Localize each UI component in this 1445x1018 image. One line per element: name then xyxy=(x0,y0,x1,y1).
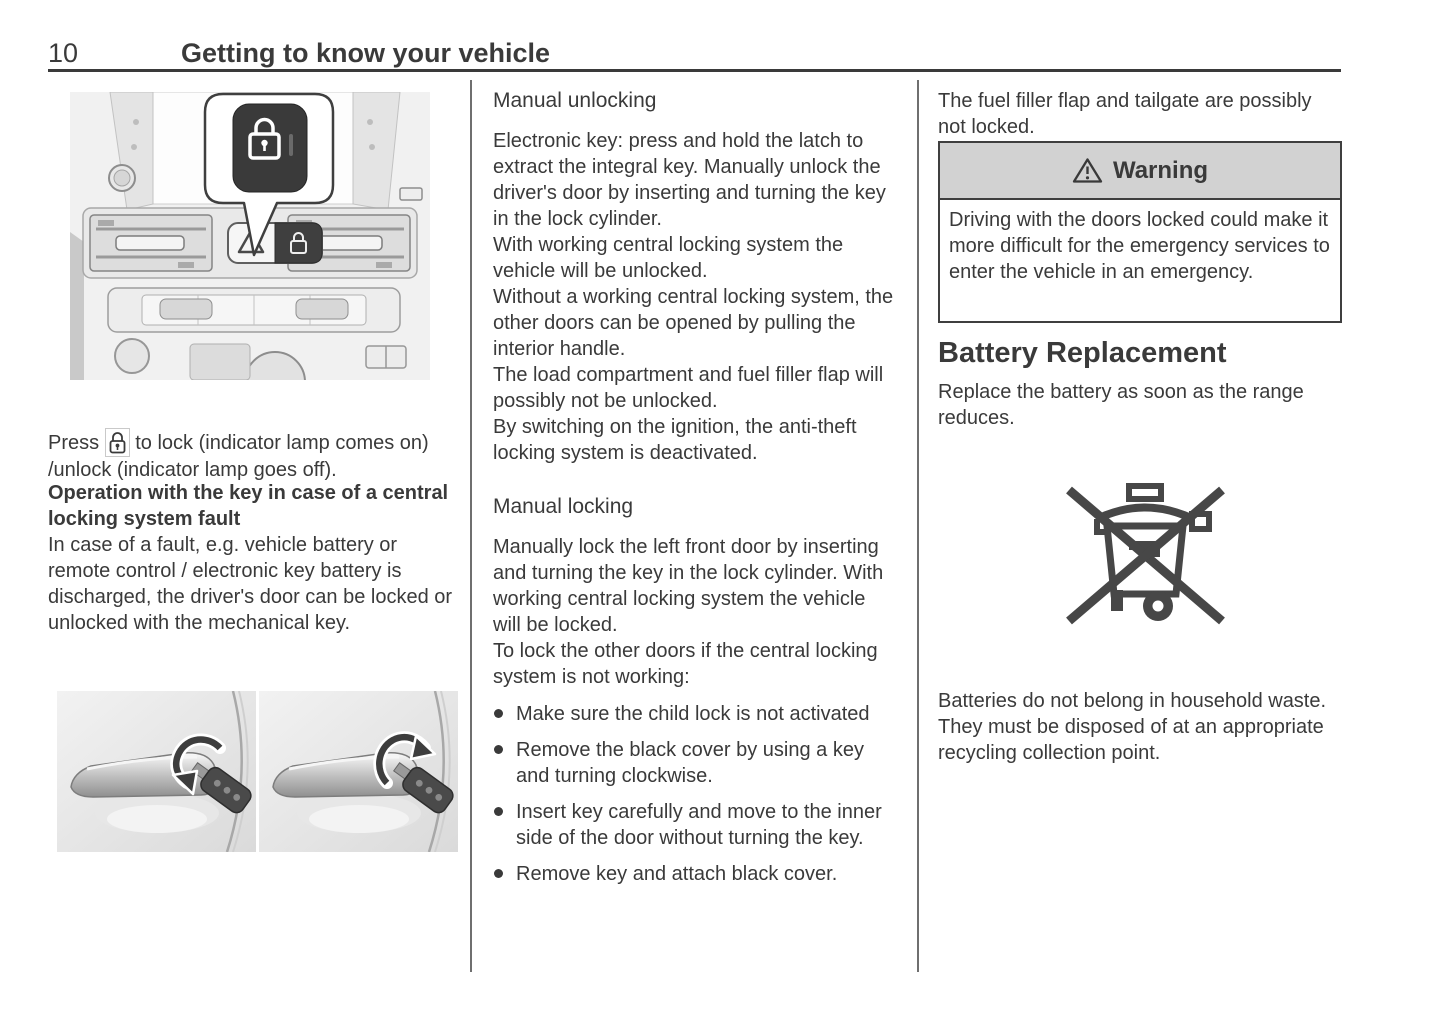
list-item: Insert key carefully and move to the inn… xyxy=(493,799,897,851)
battery-replacement-body: Replace the battery as soon as the range… xyxy=(938,381,1304,429)
chapter-title: Getting to know your vehicle xyxy=(181,38,551,68)
door-handle-images xyxy=(57,691,458,852)
door-handle-unlock-image xyxy=(57,691,256,852)
warning-box: Warning Driving with the doors locked co… xyxy=(938,141,1342,323)
dashboard-illustration xyxy=(70,92,430,380)
list-item: Make sure the child lock is not activate… xyxy=(493,701,897,727)
column-divider-right xyxy=(917,80,919,972)
warning-title: Warning xyxy=(1112,156,1209,184)
central-locking-button xyxy=(274,222,323,264)
door-handle-lock-image xyxy=(259,691,458,852)
warning-box-header: Warning xyxy=(940,143,1340,200)
column-divider-left xyxy=(470,80,472,972)
list-item: Remove key and attach black cover. xyxy=(493,861,897,887)
central-locking-button-icon xyxy=(104,428,130,457)
fault-heading: Operation with the key in case of a cent… xyxy=(48,482,449,530)
press-text-prefix: Press xyxy=(48,432,100,454)
page-number: 10 xyxy=(48,38,79,68)
manual-unlocking-body: Electronic key: press and hold the latch… xyxy=(493,130,894,464)
list-item: Remove the black cover by using a key an… xyxy=(493,737,897,789)
warning-body: Driving with the doors locked could make… xyxy=(949,209,1330,283)
manual-locking-steps: Make sure the child lock is not activate… xyxy=(493,701,897,897)
crossed-out-wheeled-bin-icon xyxy=(1066,483,1225,625)
lock-button-callout xyxy=(203,92,335,257)
left-air-vent xyxy=(89,214,213,272)
warning-triangle-icon xyxy=(1072,158,1103,183)
header-rule xyxy=(48,69,1341,72)
manual-unlocking-heading: Manual unlocking xyxy=(493,89,657,112)
manual-locking-heading: Manual locking xyxy=(493,495,634,518)
press-paragraph: Press to lock (indicator lamp comes on) … xyxy=(48,428,460,483)
fault-body: In case of a fault, e.g. vehicle battery… xyxy=(48,534,453,634)
battery-disposal-note: Batteries do not belong in household was… xyxy=(938,690,1327,764)
battery-replacement-heading: Battery Replacement xyxy=(938,337,1227,369)
fuel-flap-note: The fuel filler flap and tailgate are po… xyxy=(938,90,1312,138)
press-text-suffix: to lock (indicator lamp comes on) /unloc… xyxy=(48,432,429,481)
manual-locking-body: Manually lock the left front door by ins… xyxy=(493,536,884,688)
